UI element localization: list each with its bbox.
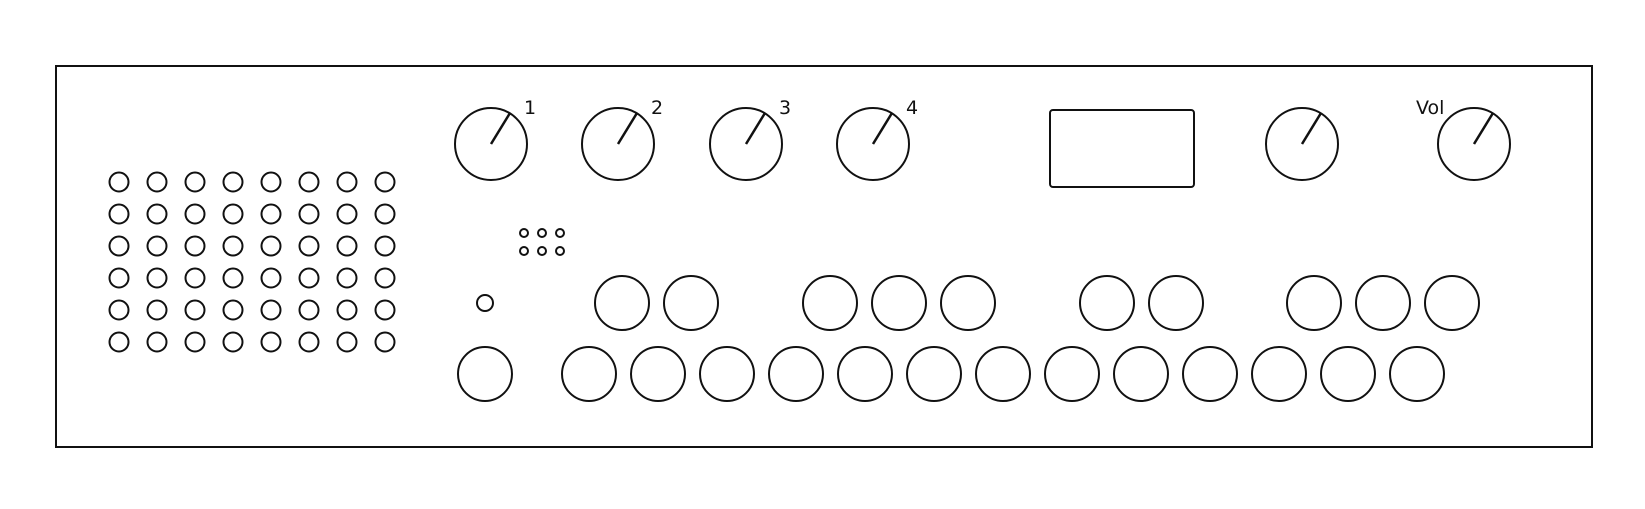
grille-hole <box>374 203 396 225</box>
grille-hole <box>108 171 130 193</box>
knob-3-label: 3 <box>779 97 791 119</box>
key-upper[interactable] <box>1355 275 1411 331</box>
grille-hole <box>260 331 282 353</box>
grille-hole <box>336 267 358 289</box>
grille-hole <box>184 267 206 289</box>
speaker-grille <box>108 171 396 353</box>
key-lower[interactable] <box>1044 346 1100 402</box>
knob-4-label: 4 <box>906 97 918 119</box>
grille-hole <box>374 299 396 321</box>
grille-hole <box>108 203 130 225</box>
grille-hole <box>146 267 168 289</box>
grille-hole <box>108 331 130 353</box>
volume-knob-label: Vol <box>1416 97 1444 119</box>
knob-2[interactable]: 2 <box>581 97 663 181</box>
grille-hole <box>222 203 244 225</box>
indicator-led <box>537 228 547 238</box>
grille-hole <box>146 235 168 257</box>
grille-hole <box>222 235 244 257</box>
led-indicators <box>519 228 565 256</box>
indicator-led <box>519 246 529 256</box>
status-led <box>476 294 494 312</box>
grille-hole <box>260 235 282 257</box>
key-lower[interactable] <box>1320 346 1376 402</box>
grille-hole <box>108 267 130 289</box>
grille-hole <box>260 299 282 321</box>
grille-hole <box>222 331 244 353</box>
grille-hole <box>374 331 396 353</box>
grille-hole <box>260 203 282 225</box>
key-upper[interactable] <box>1148 275 1204 331</box>
indicator-led <box>555 246 565 256</box>
grille-hole <box>298 235 320 257</box>
grille-hole <box>260 171 282 193</box>
grille-hole <box>260 267 282 289</box>
grille-hole <box>108 299 130 321</box>
white-keys <box>561 346 1445 402</box>
display-screen <box>1049 109 1195 188</box>
grille-hole <box>184 331 206 353</box>
key-lower[interactable] <box>906 346 962 402</box>
indicator-led <box>555 228 565 238</box>
grille-hole <box>336 331 358 353</box>
volume-knob[interactable]: Vol <box>1416 97 1511 181</box>
grille-hole <box>146 203 168 225</box>
grille-hole <box>222 171 244 193</box>
knob-2-label: 2 <box>651 97 663 119</box>
grille-hole <box>336 203 358 225</box>
key-upper[interactable] <box>1424 275 1480 331</box>
key-lower[interactable] <box>1251 346 1307 402</box>
key-lower[interactable] <box>1389 346 1445 402</box>
grille-hole <box>374 171 396 193</box>
key-upper[interactable] <box>871 275 927 331</box>
knob-4[interactable]: 4 <box>836 97 918 181</box>
indicator-led <box>537 246 547 256</box>
grille-hole <box>374 267 396 289</box>
key-lower[interactable] <box>975 346 1031 402</box>
key-lower[interactable] <box>837 346 893 402</box>
knob-3[interactable]: 3 <box>709 97 791 181</box>
key-upper[interactable] <box>594 275 650 331</box>
key-lower[interactable] <box>1182 346 1238 402</box>
grille-hole <box>298 171 320 193</box>
key-upper[interactable] <box>1079 275 1135 331</box>
key-lower[interactable] <box>630 346 686 402</box>
grille-hole <box>222 299 244 321</box>
grille-hole <box>374 235 396 257</box>
grille-hole <box>336 299 358 321</box>
key-lower[interactable] <box>699 346 755 402</box>
grille-hole <box>108 235 130 257</box>
indicator-led <box>519 228 529 238</box>
grille-hole <box>336 171 358 193</box>
key-upper[interactable] <box>940 275 996 331</box>
grille-hole <box>336 235 358 257</box>
grille-hole <box>298 267 320 289</box>
grille-hole <box>184 299 206 321</box>
grille-hole <box>146 331 168 353</box>
grille-hole <box>184 235 206 257</box>
key-lower[interactable] <box>561 346 617 402</box>
key-upper[interactable] <box>663 275 719 331</box>
grille-hole <box>184 171 206 193</box>
grille-hole <box>298 331 320 353</box>
black-keys <box>594 275 1480 331</box>
grille-hole <box>298 299 320 321</box>
grille-hole <box>184 203 206 225</box>
grille-hole <box>298 203 320 225</box>
knob-1-label: 1 <box>524 97 536 119</box>
knob-1[interactable]: 1 <box>454 97 536 181</box>
knob-5[interactable] <box>1265 107 1339 181</box>
key-lower[interactable] <box>768 346 824 402</box>
grille-hole <box>146 299 168 321</box>
grille-hole <box>222 267 244 289</box>
key-upper[interactable] <box>1286 275 1342 331</box>
function-button[interactable] <box>457 346 513 402</box>
key-lower[interactable] <box>1113 346 1169 402</box>
grille-hole <box>146 171 168 193</box>
key-upper[interactable] <box>802 275 858 331</box>
